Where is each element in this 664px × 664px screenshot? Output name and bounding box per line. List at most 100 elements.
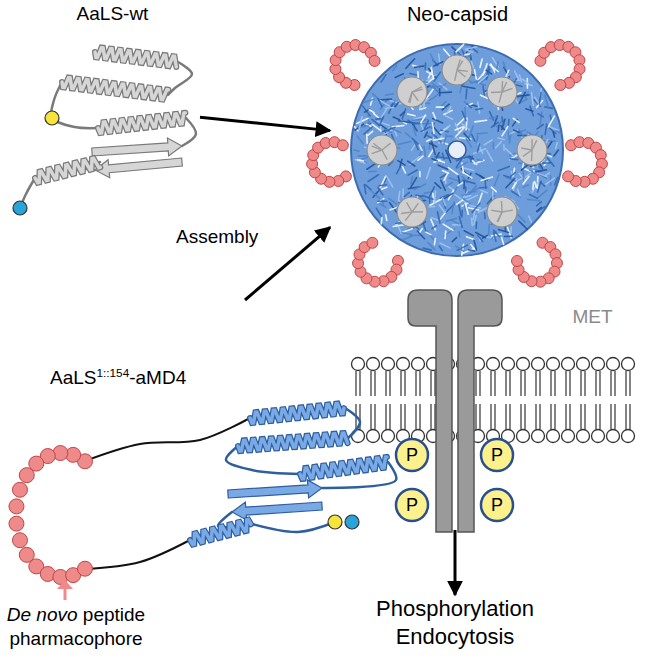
helix-outline <box>62 78 168 100</box>
pointer-arrow-head <box>57 580 73 589</box>
capsid-texture <box>475 120 487 122</box>
capsid-texture <box>439 205 444 212</box>
lipid-tail <box>595 404 596 429</box>
lipid-tail <box>584 404 585 429</box>
capsid-texture <box>462 248 474 253</box>
peptide-bead <box>337 140 348 151</box>
capsid-texture <box>547 158 554 166</box>
lipid-tail <box>415 404 416 429</box>
protein-illustration: AaLS-wt <box>5 0 200 215</box>
capsid-texture <box>429 206 435 208</box>
capsid-texture <box>481 177 492 180</box>
capsid-texture <box>535 182 537 188</box>
capsid-texture <box>386 215 387 221</box>
lipid-head <box>562 358 575 371</box>
capsid-texture <box>369 170 376 172</box>
capsid-texture <box>369 110 374 113</box>
capsid-texture <box>436 153 439 158</box>
pointer-arrow <box>64 588 67 600</box>
node-label: Phosphorylation Endocytosis <box>355 595 555 650</box>
capsid-texture <box>476 109 483 110</box>
capsid-texture <box>478 102 480 114</box>
capsid-texture <box>436 106 443 108</box>
capsid-texture <box>378 98 382 106</box>
lipid-tail <box>505 371 506 396</box>
lipid-tail <box>595 371 596 396</box>
capsid-texture <box>414 141 418 150</box>
helix-outline <box>190 520 251 545</box>
capsid-texture <box>555 177 558 184</box>
capsid-texture <box>491 187 496 192</box>
capsid-texture <box>475 222 477 228</box>
capsid-texture <box>532 182 534 189</box>
capsid-texture <box>415 66 424 67</box>
capsid-texture <box>364 99 374 103</box>
capsid-texture <box>463 86 475 88</box>
capsid-texture <box>467 104 471 108</box>
capsid-texture <box>366 134 368 143</box>
lipid-tail <box>359 371 360 396</box>
capsid-texture <box>483 235 488 238</box>
capsid-texture <box>457 118 464 125</box>
capsid-texture <box>540 112 542 125</box>
capsid-texture <box>401 233 411 235</box>
capsid-subunit <box>397 77 427 107</box>
capsid-texture <box>376 208 381 216</box>
capsid-texture <box>538 181 541 192</box>
lipid-tail <box>524 404 525 429</box>
lipid-tail <box>355 371 356 396</box>
lipid-tail <box>370 371 371 396</box>
capsid-texture <box>474 149 486 154</box>
capsid-texture <box>432 218 438 221</box>
lipid-tail <box>490 371 491 396</box>
capsid-texture <box>427 72 433 75</box>
helix <box>300 457 387 479</box>
lipid-tail <box>535 371 536 396</box>
capsid-texture <box>523 79 529 83</box>
capsid-texture <box>358 155 367 157</box>
capsid-texture <box>419 229 422 233</box>
capsid-texture <box>422 195 433 199</box>
capsid-texture <box>469 126 473 137</box>
capsid-texture <box>510 158 518 160</box>
capsid-texture <box>464 231 473 236</box>
capsid-texture <box>457 70 465 77</box>
capsid-texture <box>434 62 443 66</box>
capsid-texture <box>408 161 415 166</box>
lipid-tail <box>389 371 390 396</box>
capsid-texture <box>382 143 391 150</box>
capsid-texture <box>483 86 484 95</box>
capsid-texture <box>379 185 386 186</box>
capsid-texture <box>519 92 525 103</box>
capsid-texture <box>465 203 468 214</box>
peptide-loops <box>307 40 608 288</box>
capsid-texture <box>463 180 475 184</box>
lipid-tail <box>580 371 581 396</box>
capsid-texture <box>412 203 418 212</box>
capsid-texture <box>430 95 439 101</box>
capsid-texture <box>550 127 558 130</box>
capsid-texture <box>471 218 473 225</box>
capsid-texture <box>468 191 475 193</box>
capsid-texture <box>539 93 541 105</box>
coil <box>85 540 190 569</box>
outcome-text-box: Phosphorylation Endocytosis <box>355 595 555 652</box>
capsid-texture <box>438 165 447 169</box>
lipid-tail <box>509 404 510 429</box>
helix <box>238 433 348 451</box>
protein-cartoon <box>13 48 196 215</box>
peptide-bead <box>512 255 523 266</box>
capsid-texture <box>447 107 451 113</box>
capsid-texture <box>419 171 421 176</box>
capsid-texture <box>504 175 511 177</box>
capsid-texture <box>502 117 504 125</box>
capsid-texture <box>442 153 444 159</box>
lipid-bilayer <box>352 358 635 443</box>
arrow-connector <box>200 117 330 130</box>
circle-label: P <box>394 437 430 473</box>
capsid-texture <box>357 136 363 144</box>
capsid-texture <box>397 167 401 174</box>
capsid-texture <box>412 89 423 92</box>
capsid-texture <box>535 97 538 103</box>
capsid-texture <box>354 150 359 152</box>
